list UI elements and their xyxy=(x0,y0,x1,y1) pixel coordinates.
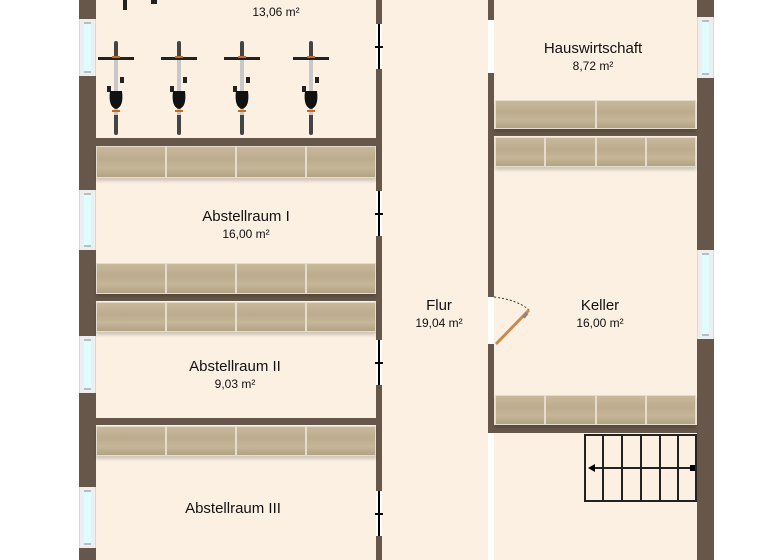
room-name: Flur xyxy=(426,297,452,314)
door-abstellraum-3[interactable] xyxy=(374,491,384,536)
window-icon xyxy=(79,336,96,393)
interior-wall-segment xyxy=(488,344,494,432)
interior-wall-segment xyxy=(376,69,382,191)
door-keller[interactable] xyxy=(488,290,538,350)
room-area: 9,03 m² xyxy=(214,377,256,391)
room-name: Abstellraum II xyxy=(189,358,281,375)
room-label-abstellraum-2: Abstellraum II 9,03 m² xyxy=(135,358,335,392)
exterior-wall-left xyxy=(79,0,96,560)
window-icon xyxy=(697,17,714,78)
door-abstellraum-1[interactable] xyxy=(374,191,384,236)
partition-abst2-abst3 xyxy=(96,418,382,425)
partition-hauswirtschaft-keller xyxy=(488,129,697,136)
window-icon xyxy=(79,19,96,76)
interior-wall-segment xyxy=(488,0,494,20)
bicycles-group xyxy=(98,0,329,135)
floor-flur xyxy=(382,0,488,560)
bicycle-icon xyxy=(161,41,197,135)
door-tick xyxy=(375,513,383,515)
room-area: 16,00 m² xyxy=(576,316,624,330)
bicycle-icon xyxy=(224,41,260,135)
keller-bottom-wall xyxy=(488,425,697,433)
shelf-icon xyxy=(96,263,376,294)
interior-wall-segment xyxy=(376,236,382,340)
shelf-icon xyxy=(495,100,696,129)
room-area: 8,72 m² xyxy=(572,59,614,73)
stairs-icon xyxy=(584,434,697,502)
room-label-fahrradraum: 13,06 m² xyxy=(186,4,366,20)
bicycle-icon xyxy=(98,41,134,135)
room-area: 19,04 m² xyxy=(415,316,463,330)
window-icon xyxy=(697,250,714,339)
partition-fahrrad-abst1 xyxy=(96,138,382,146)
window-icon xyxy=(79,487,96,548)
interior-wall-segment xyxy=(376,536,382,560)
shelf-icon xyxy=(495,137,696,167)
room-area: 13,06 m² xyxy=(252,5,300,19)
room-name: Keller xyxy=(580,297,620,314)
door-tick xyxy=(375,213,383,215)
shelf-icon xyxy=(96,302,376,332)
room-label-keller: Keller 16,00 m² xyxy=(550,297,650,331)
room-label-hauswirtschaft: Hauswirtschaft 8,72 m² xyxy=(518,40,668,74)
door-icon xyxy=(493,296,531,346)
shelf-icon xyxy=(96,146,376,178)
bicycle-icon xyxy=(293,41,329,135)
door-fahrradraum[interactable] xyxy=(374,24,384,69)
partition-abst1-abst2 xyxy=(96,294,382,301)
shelf-icon xyxy=(495,395,696,425)
room-name: Hauswirtschaft xyxy=(543,40,643,57)
door-tick xyxy=(375,46,383,48)
door-abstellraum-2[interactable] xyxy=(374,340,384,385)
room-area: 16,00 m² xyxy=(222,227,270,241)
interior-wall-segment xyxy=(376,385,382,491)
room-name: Abstellraum III xyxy=(185,500,281,517)
interior-wall-segment xyxy=(488,73,494,297)
shelf-icon xyxy=(96,426,376,456)
bicycle-icon xyxy=(123,0,157,10)
room-name: Abstellraum I xyxy=(202,208,290,225)
room-label-flur: Flur 19,04 m² xyxy=(389,297,489,331)
interior-wall-segment xyxy=(376,0,382,24)
door-tick xyxy=(375,362,383,364)
window-icon xyxy=(79,190,96,250)
room-label-abstellraum-1: Abstellraum I 16,00 m² xyxy=(146,208,346,242)
room-label-abstellraum-3: Abstellraum III xyxy=(133,500,333,518)
